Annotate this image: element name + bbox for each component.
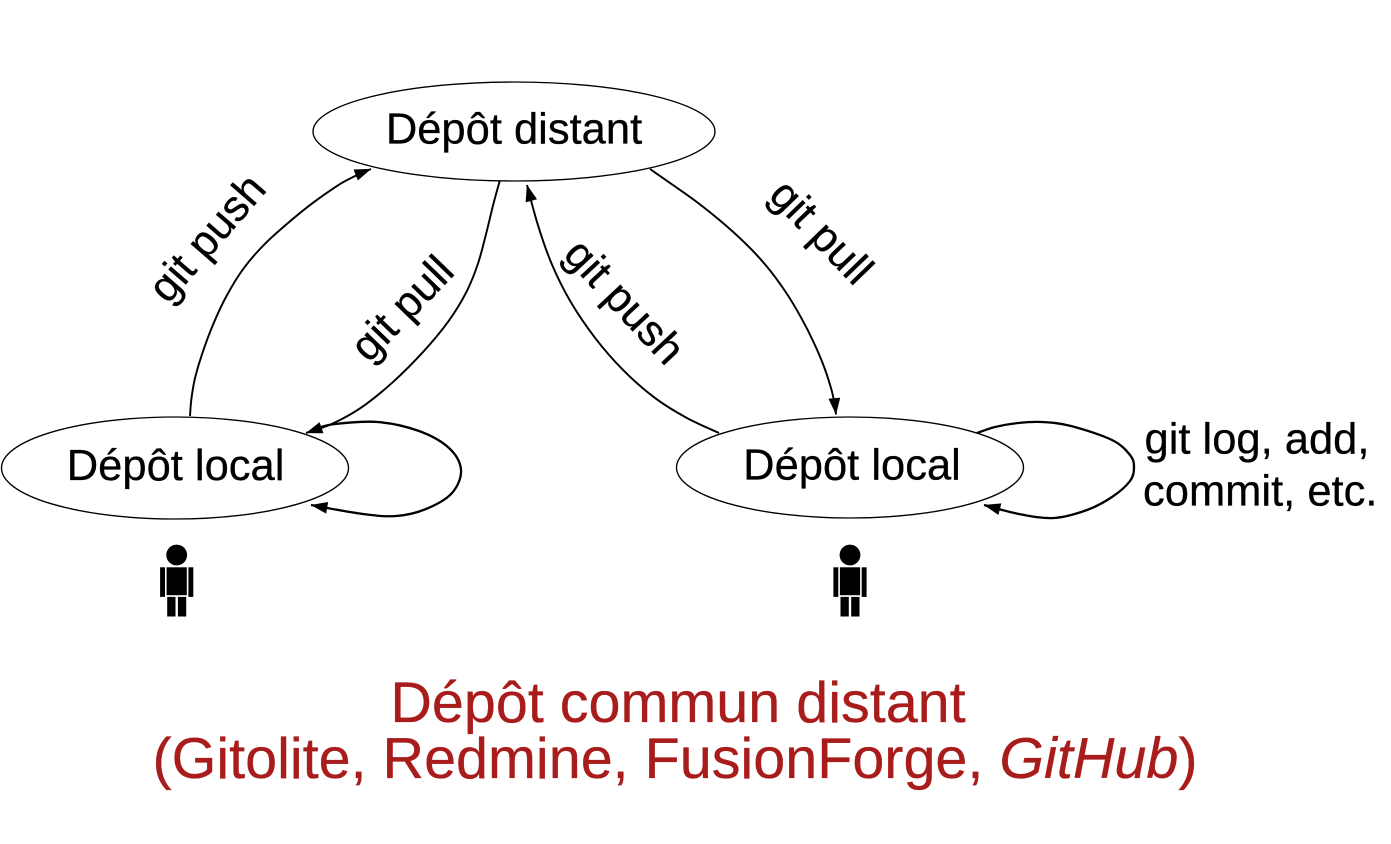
- svg-text:commit, etc.: commit, etc.: [1143, 468, 1377, 516]
- svg-text:(Gitolite, Redmine, FusionForg: (Gitolite, Redmine, FusionForge, GitHub): [153, 727, 1198, 791]
- svg-text:Dépôt distant: Dépôt distant: [386, 106, 642, 154]
- svg-text:Dépôt local: Dépôt local: [743, 442, 961, 490]
- svg-text:Dépôt local: Dépôt local: [67, 442, 285, 490]
- svg-text:git log, add,: git log, add,: [1145, 416, 1370, 464]
- svg-text:Dépôt commun distant: Dépôt commun distant: [390, 671, 965, 735]
